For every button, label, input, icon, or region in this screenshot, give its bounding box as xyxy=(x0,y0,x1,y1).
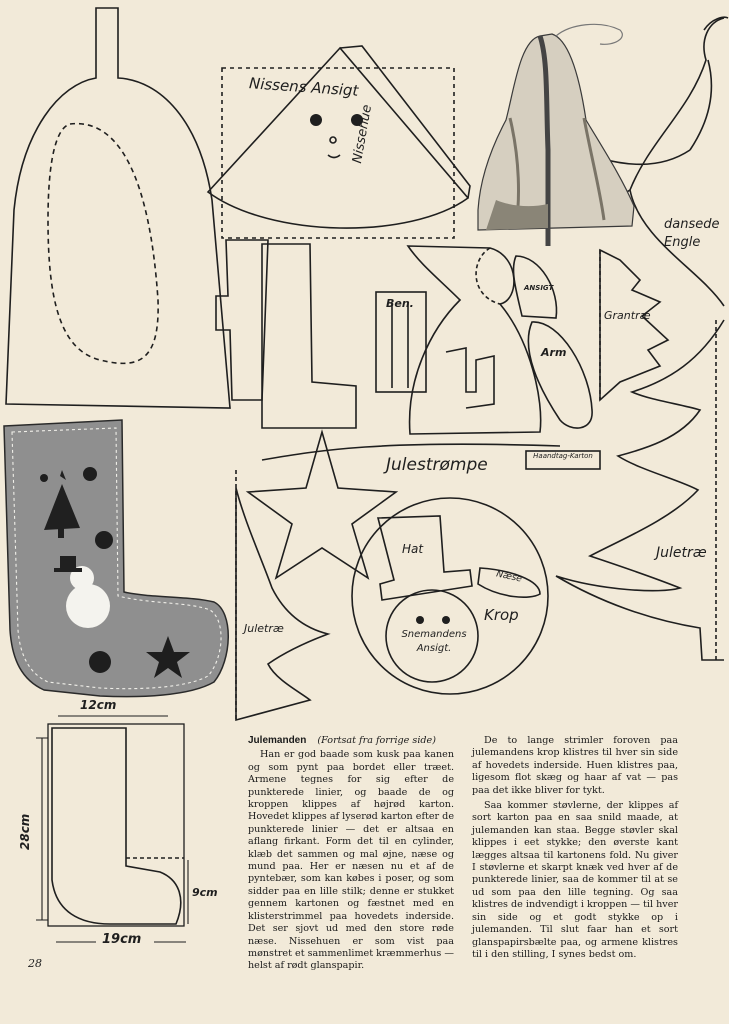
tree-icon xyxy=(44,470,80,538)
face-pattern-box xyxy=(221,67,455,239)
hat-outline xyxy=(376,515,473,601)
dimension-19cm: 19cm xyxy=(102,932,142,947)
label-dansede-engle: dansede Engle xyxy=(664,217,720,250)
label-juletrae-left: Juletræ xyxy=(244,622,284,635)
label-ansigt: ANSIGT xyxy=(524,284,554,292)
angel-pattern-outline xyxy=(629,17,725,307)
dimension-9cm: 9cm xyxy=(192,886,218,899)
santa-body-outline xyxy=(406,245,542,435)
label-krop: Krop xyxy=(484,606,519,624)
article-paragraph: De to lange strimler foroven paa juleman… xyxy=(472,735,678,796)
felt-stocking-photo xyxy=(3,419,229,698)
article-title: Julemanden xyxy=(248,735,307,746)
left-tree-outline xyxy=(235,487,331,722)
small-tree-outline xyxy=(599,248,670,402)
bell-pattern-outline xyxy=(5,7,231,409)
star-outline xyxy=(245,429,399,580)
label-ben: Ben. xyxy=(386,297,414,310)
label-julestrompe: Julestrømpe xyxy=(386,455,488,475)
page-number: 28 xyxy=(28,957,42,970)
snowman-icon xyxy=(54,556,110,628)
face-cone-outline xyxy=(206,46,470,229)
label-arm: Arm xyxy=(541,346,567,359)
boot-pattern-outline xyxy=(51,727,182,925)
snowman-body-circle xyxy=(351,497,549,695)
large-tree-outline xyxy=(555,319,725,661)
star-icon xyxy=(146,636,190,678)
dimension-28cm: 28cm xyxy=(18,813,32,850)
bell-pattern-fold xyxy=(47,122,159,365)
label-grantrae: Grantræ xyxy=(604,309,651,322)
article-paragraph: Han er god baade som kusk paa kanen og s… xyxy=(248,749,455,972)
label-snemandens-ansigt: Snemandens Ansigt. xyxy=(401,629,467,654)
bell-ornament-photo xyxy=(477,23,635,246)
boot-pattern-frame xyxy=(47,723,185,927)
label-juletrae-right: Juletræ xyxy=(656,545,707,561)
article-column-right: De to lange strimler foroven paa juleman… xyxy=(472,735,678,961)
article-subtitle: (Fortsat fra forrige side) xyxy=(317,735,436,746)
label-hat: Hat xyxy=(402,542,424,556)
label-haandtag-karton: Haandtag-Karton xyxy=(533,452,593,460)
article-paragraph: Saa kommer støvlerne, der klippes af sor… xyxy=(472,800,678,960)
dimension-12cm: 12cm xyxy=(80,698,117,712)
article-column-left: Julemanden (Fortsat fra forrige side) Ha… xyxy=(248,735,454,973)
leg-pattern-outline xyxy=(215,239,269,401)
